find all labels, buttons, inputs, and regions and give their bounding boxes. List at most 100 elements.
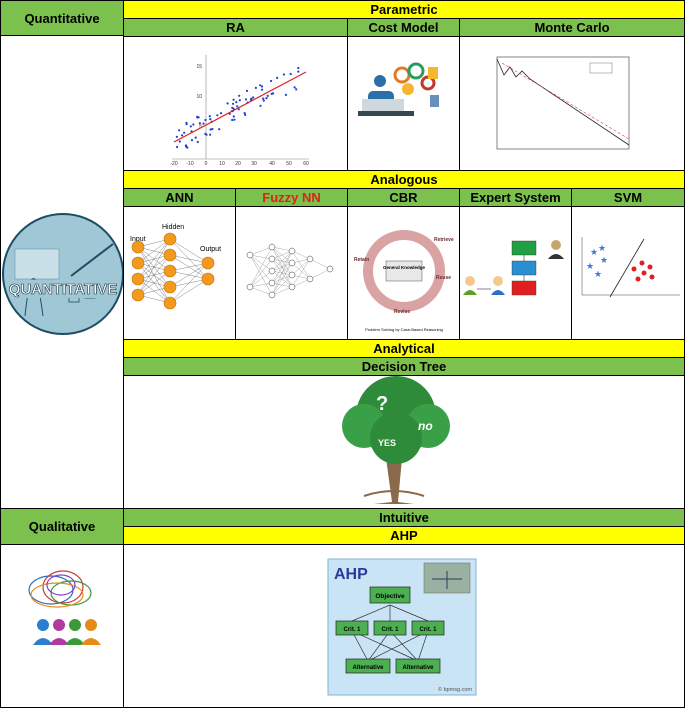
qualitative-image-cell bbox=[0, 544, 124, 708]
fuzzy-node bbox=[288, 271, 296, 279]
scatter-point bbox=[252, 96, 255, 99]
scatter-point bbox=[178, 140, 181, 143]
ahp-criterion: Crit. 1 bbox=[381, 627, 399, 633]
ann-node bbox=[163, 248, 177, 262]
scatter-point bbox=[208, 115, 211, 118]
scatter-point bbox=[259, 84, 262, 87]
ra-tick-x: -20 bbox=[170, 161, 177, 167]
cbr-retrieve-label: Retrieve bbox=[434, 237, 454, 243]
quantitative-label-text: Quantitative bbox=[24, 10, 100, 26]
fuzzy-edge bbox=[249, 254, 273, 284]
scatter-point bbox=[266, 94, 269, 97]
fuzzy-edge bbox=[271, 250, 293, 284]
analytical-title: Analytical bbox=[123, 339, 685, 358]
ann-edge bbox=[169, 238, 209, 264]
ann-node bbox=[163, 296, 177, 310]
method-svm-label: SVM bbox=[613, 190, 643, 205]
decision-tree-image-cell: ? no YES bbox=[123, 375, 685, 509]
fuzzy-edge bbox=[291, 262, 311, 280]
scatter-point bbox=[284, 93, 287, 96]
ahp-credit: © bpmsg.com bbox=[438, 686, 472, 693]
scatter-point bbox=[232, 98, 235, 101]
scatter-point bbox=[297, 66, 300, 70]
regression-plot: -20 -10 0 10 20 30 40 50 60 15 10 5 bbox=[170, 55, 309, 167]
scatter-point bbox=[226, 102, 229, 105]
fuzzy-edge bbox=[271, 250, 293, 272]
quantitative-image: QUANTITATIVE bbox=[2, 213, 123, 335]
fuzzy-node bbox=[288, 247, 296, 255]
qualitative-label-text: Qualitative bbox=[28, 519, 96, 534]
scatter-point bbox=[216, 114, 219, 117]
scatter-point bbox=[244, 113, 247, 116]
cbr-center-label: General Knowledge bbox=[383, 265, 426, 270]
ra-tick-x: 50 bbox=[286, 161, 292, 167]
fuzzy-node bbox=[288, 259, 296, 267]
fuzzy-node bbox=[268, 255, 276, 263]
fuzzy-edge bbox=[309, 268, 331, 280]
ra-tick-y: 5 bbox=[199, 124, 202, 130]
scatter-point bbox=[189, 125, 192, 128]
ra-tick-x: 20 bbox=[235, 161, 241, 167]
parametric-title: Parametric bbox=[123, 0, 685, 19]
ahp-objective: Objective bbox=[375, 593, 405, 600]
ann-edge bbox=[137, 254, 171, 296]
method-cost-model-label: Cost Model bbox=[368, 20, 439, 35]
scatter-point bbox=[211, 127, 214, 131]
ann-node bbox=[201, 256, 215, 270]
cbr-reuse-label: Reuse bbox=[436, 275, 451, 281]
svm-image-cell: ★★★ ★★ bbox=[571, 206, 685, 340]
ra-tick-x: 10 bbox=[219, 161, 225, 167]
ra-image-cell: -20 -10 0 10 20 30 40 50 60 15 10 5 bbox=[123, 36, 348, 171]
scatter-point bbox=[244, 98, 248, 101]
ahp-criterion: Crit. 1 bbox=[343, 627, 361, 633]
fuzzy-node bbox=[288, 283, 296, 291]
fuzzy-node bbox=[268, 279, 276, 287]
ann-edge bbox=[169, 262, 209, 304]
cbr-revise-label: Revise bbox=[394, 309, 410, 315]
fuzzy-edge bbox=[271, 286, 293, 296]
intuitive-title-text: Intuitive bbox=[379, 510, 429, 525]
scatter-point bbox=[202, 122, 205, 125]
ann-image-cell: Input Hidden Output bbox=[123, 206, 236, 340]
quantitative-image-text: QUANTITATIVE bbox=[9, 281, 118, 298]
svg-text:★: ★ bbox=[594, 269, 602, 279]
scatter-point bbox=[232, 115, 235, 118]
method-decision-tree-label: Decision Tree bbox=[361, 359, 447, 374]
tree-question-mark: ? bbox=[376, 393, 388, 415]
scatter-point bbox=[231, 118, 234, 122]
tree-no-label: no bbox=[418, 419, 433, 433]
fuzzy-edge bbox=[291, 258, 311, 288]
method-decision-tree: Decision Tree bbox=[123, 357, 685, 376]
fuzzy-edge bbox=[249, 254, 273, 272]
scatter-point bbox=[218, 128, 221, 131]
fuzzy-edge bbox=[271, 246, 293, 252]
method-svm: SVM bbox=[571, 188, 685, 207]
ann-edge bbox=[137, 238, 171, 264]
ann-edge bbox=[137, 270, 171, 296]
decision-tree-icon: ? no YES bbox=[342, 376, 450, 504]
ann-node bbox=[131, 272, 145, 286]
cbr-cycle-diagram: General Knowledge Retrieve Reuse Revise … bbox=[354, 230, 454, 332]
scatter-point bbox=[186, 146, 189, 149]
ann-node bbox=[163, 264, 177, 278]
expert-system-diagram bbox=[463, 240, 564, 296]
method-expert-system: Expert System bbox=[459, 188, 572, 207]
fuzzy-node bbox=[306, 255, 314, 263]
fuzzy-node bbox=[268, 243, 276, 251]
scatter-point bbox=[183, 131, 186, 134]
monte-carlo-image-cell bbox=[459, 36, 685, 171]
fuzzy-node bbox=[268, 267, 276, 275]
fuzzy-edge bbox=[291, 250, 311, 260]
fuzzy-edge bbox=[271, 274, 293, 296]
scatter-point bbox=[181, 134, 184, 137]
method-ann: ANN bbox=[123, 188, 236, 207]
ann-hidden-label: Hidden bbox=[162, 224, 184, 231]
cost-model-image-cell bbox=[347, 36, 460, 171]
scatter-point bbox=[282, 73, 285, 76]
scatter-point bbox=[196, 115, 199, 118]
method-monte-carlo-label: Monte Carlo bbox=[534, 20, 610, 35]
scatter-point bbox=[194, 136, 197, 139]
ann-edge bbox=[137, 238, 171, 280]
method-ahp-label: AHP bbox=[390, 528, 418, 543]
ahp-title: AHP bbox=[334, 566, 368, 583]
